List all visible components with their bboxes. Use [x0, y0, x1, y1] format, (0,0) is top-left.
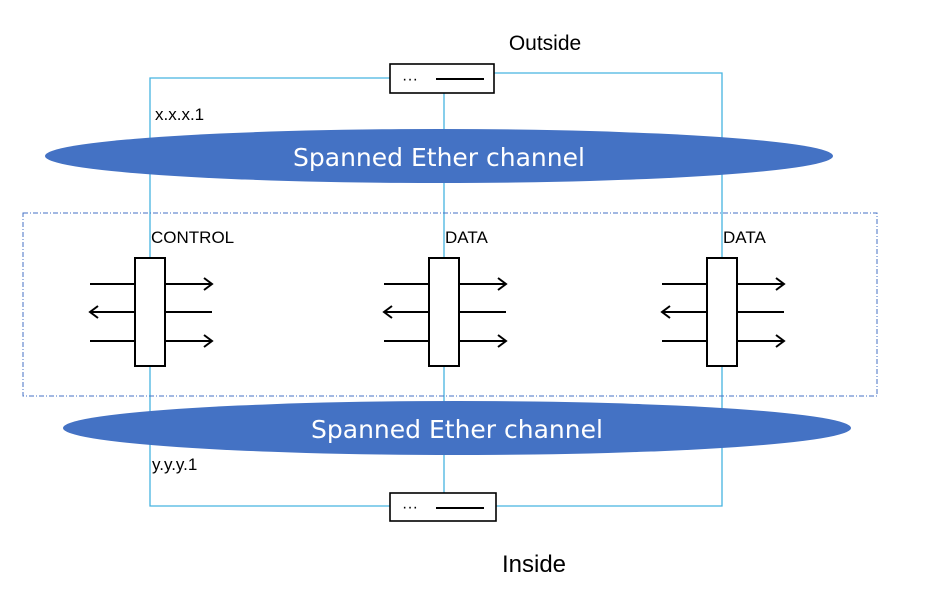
cluster-units: CONTROL DATA DATA [88, 228, 786, 367]
inside-ip-label: y.y.y.1 [152, 455, 197, 474]
inside-switch: ··· [389, 492, 497, 522]
cluster-unit-data-3: DATA [660, 228, 786, 367]
outside-switch: ··· [389, 63, 495, 94]
arrow-right-icon [497, 277, 508, 291]
inside-label: Inside [502, 551, 566, 578]
arrow-right-icon [497, 334, 508, 348]
bottom-channel-label: Spanned Ether channel [311, 415, 603, 444]
outside-link-right [494, 72, 723, 258]
arrow-right-icon [775, 334, 786, 348]
arrow-right-icon [775, 277, 786, 291]
unit-role-label: CONTROL [151, 228, 234, 247]
outside-ip-label: x.x.x.1 [155, 105, 204, 124]
unit-box [706, 257, 738, 367]
top-channel-label: Spanned Ether channel [293, 143, 585, 172]
inside-switch-dots: ··· [402, 499, 418, 516]
unit-box [428, 257, 460, 367]
arrow-left-icon [88, 305, 99, 319]
outside-switch-dots: ··· [402, 71, 418, 88]
cluster-unit-control-1: CONTROL [88, 228, 234, 367]
arrow-left-icon [382, 305, 393, 319]
cluster-boundary [22, 212, 878, 397]
unit-role-label: DATA [723, 228, 766, 247]
bottom-spanned-channel: Spanned Ether channel [63, 401, 851, 455]
arrow-right-icon [203, 277, 214, 291]
arrow-left-icon [660, 305, 671, 319]
cluster-unit-data-2: DATA [382, 228, 508, 367]
unit-box [134, 257, 166, 367]
top-spanned-channel: Spanned Ether channel [45, 129, 833, 183]
unit-role-label: DATA [445, 228, 488, 247]
outside-link-left [149, 77, 390, 258]
outside-label: Outside [509, 32, 581, 55]
arrow-right-icon [203, 334, 214, 348]
